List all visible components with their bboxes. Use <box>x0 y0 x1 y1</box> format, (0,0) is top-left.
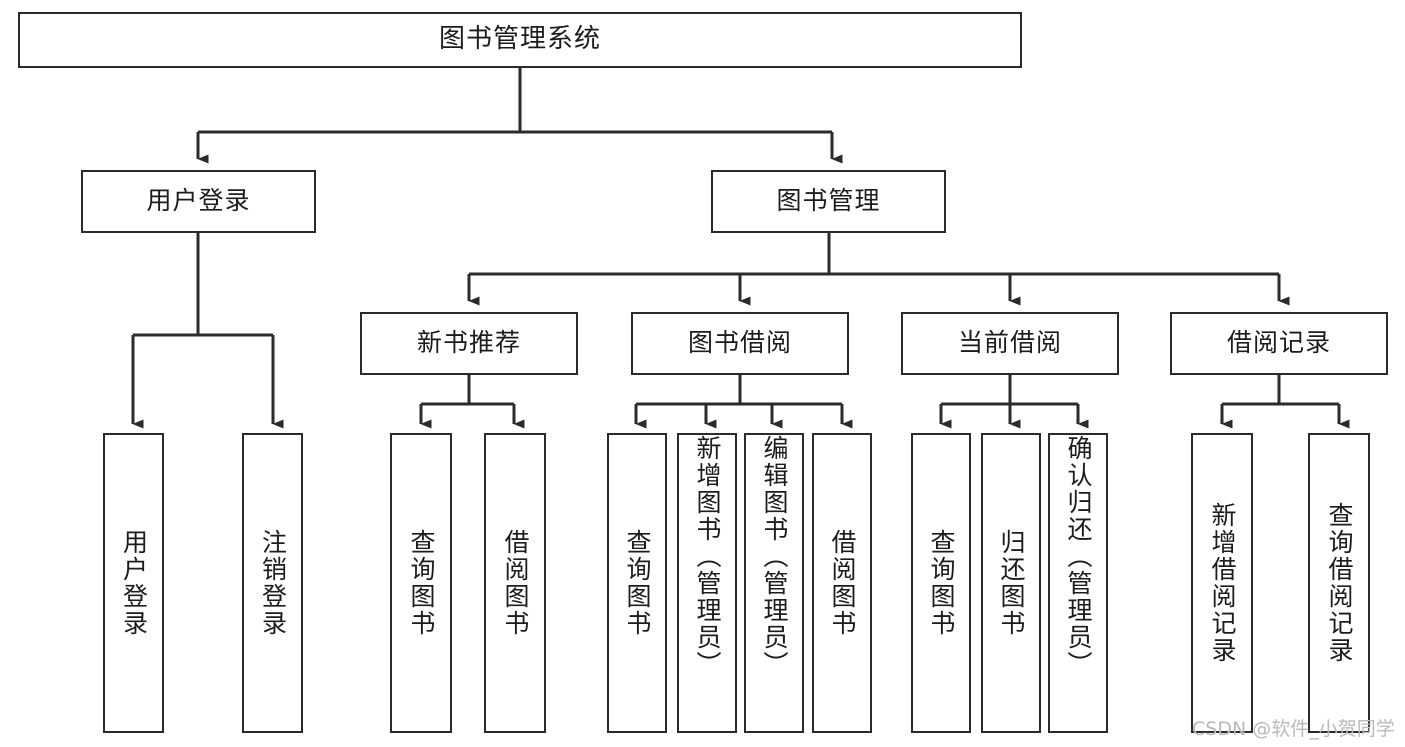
node-label: 借阅图书 <box>501 529 530 637</box>
node-leaf-logout-login[interactable]: 注销登录 <box>242 433 303 733</box>
node-book-borrow[interactable]: 图书借阅 <box>631 312 849 375</box>
node-label: 归还图书 <box>997 529 1026 637</box>
node-new-book-recommend[interactable]: 新书推荐 <box>360 312 578 375</box>
node-leaf-borrow-book-2[interactable]: 借阅图书 <box>812 433 872 733</box>
node-label: 新增图书（管理员） <box>693 435 722 678</box>
node-label: 确认归还（管理员） <box>1064 435 1093 678</box>
node-leaf-return-book[interactable]: 归还图书 <box>981 433 1041 733</box>
node-leaf-confirm-return[interactable]: 确认归还（管理员） <box>1048 433 1108 733</box>
node-root-system[interactable]: 图书管理系统 <box>18 12 1022 68</box>
node-user-login[interactable]: 用户登录 <box>81 170 316 233</box>
node-label: 查询图书 <box>623 529 652 637</box>
node-label: 编辑图书（管理员） <box>760 435 789 678</box>
node-label: 当前借阅 <box>957 328 1062 358</box>
node-leaf-borrow-book-1[interactable]: 借阅图书 <box>484 433 546 733</box>
node-label: 图书借阅 <box>687 328 792 358</box>
node-label: 借阅记录 <box>1226 328 1331 358</box>
node-leaf-add-record[interactable]: 新增借阅记录 <box>1191 433 1253 733</box>
node-current-borrow[interactable]: 当前借阅 <box>901 312 1119 375</box>
csdn-watermark: CSDN @软件_小贺同学 <box>1192 718 1395 740</box>
node-leaf-add-book[interactable]: 新增图书（管理员） <box>677 433 737 733</box>
node-label: 借阅图书 <box>828 529 857 637</box>
node-leaf-query-record[interactable]: 查询借阅记录 <box>1308 433 1370 733</box>
node-borrow-record[interactable]: 借阅记录 <box>1170 312 1388 375</box>
node-label: 用户登录 <box>119 529 149 637</box>
node-label: 图书管理 <box>776 186 881 216</box>
node-book-management[interactable]: 图书管理 <box>711 170 946 233</box>
node-label: 查询图书 <box>407 529 436 637</box>
node-label: 图书管理系统 <box>438 24 601 55</box>
node-label: 查询图书 <box>927 529 956 637</box>
node-leaf-query-book-3[interactable]: 查询图书 <box>911 433 971 733</box>
node-label: 用户登录 <box>146 186 251 216</box>
node-label: 新增借阅记录 <box>1208 502 1237 664</box>
node-label: 新书推荐 <box>416 328 521 358</box>
node-leaf-edit-book[interactable]: 编辑图书（管理员） <box>744 433 804 733</box>
node-label: 查询借阅记录 <box>1325 502 1354 664</box>
node-leaf-user-login[interactable]: 用户登录 <box>103 433 164 733</box>
node-leaf-query-book-2[interactable]: 查询图书 <box>607 433 667 733</box>
node-label: 注销登录 <box>258 529 288 637</box>
node-leaf-query-book-1[interactable]: 查询图书 <box>390 433 452 733</box>
